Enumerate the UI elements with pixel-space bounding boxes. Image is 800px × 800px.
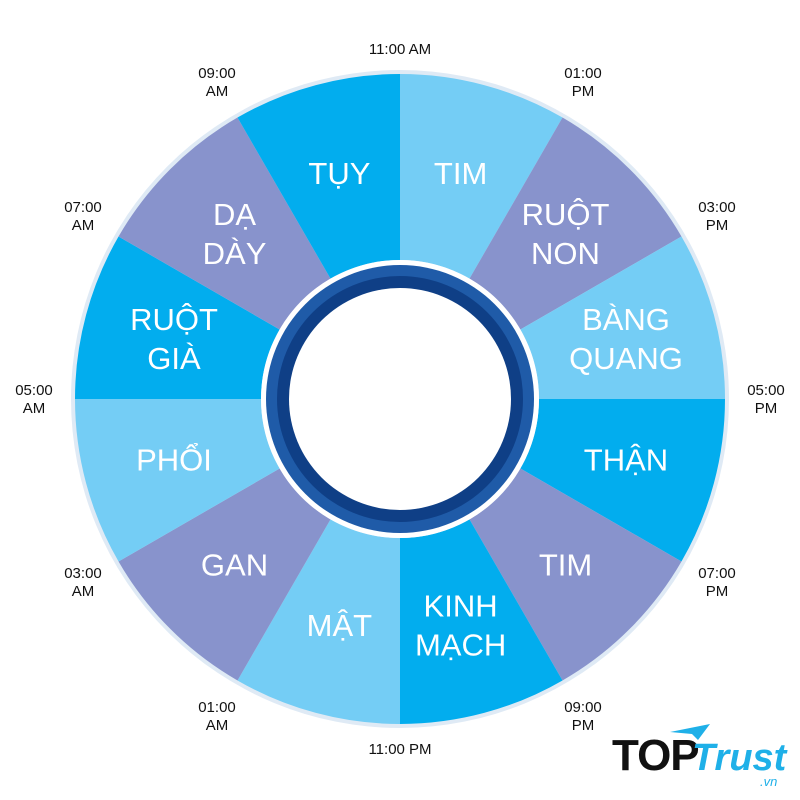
time-label-line: 03:00 bbox=[698, 199, 736, 216]
brand-trust-text: Trust bbox=[692, 737, 788, 779]
segment-label-line: DẠ bbox=[213, 197, 256, 232]
time-label-line: PM bbox=[706, 217, 729, 234]
segment-label-line: MẬT bbox=[307, 608, 373, 643]
segment-wedge bbox=[237, 519, 400, 724]
time-label-line: PM bbox=[755, 400, 778, 417]
time-label-line: 01:00 bbox=[564, 65, 602, 82]
segment-label: PHỔI bbox=[136, 442, 212, 478]
time-label-line: AM bbox=[206, 83, 229, 100]
time-label-line: 09:00 bbox=[564, 699, 602, 716]
segment-label-line: RUỘT bbox=[130, 302, 218, 337]
center-circle bbox=[289, 288, 511, 510]
time-label-line: 11:00 PM bbox=[368, 741, 431, 758]
segment-label: MẬT bbox=[307, 608, 373, 643]
time-label-line: PM bbox=[706, 583, 729, 600]
segment-label-line: RUỘT bbox=[522, 197, 610, 232]
segment-wedge bbox=[118, 468, 331, 681]
time-label-line: AM bbox=[23, 400, 46, 417]
time-label-line: PM bbox=[572, 83, 595, 100]
segment-label-line: PHỔI bbox=[136, 442, 212, 478]
segment-label: THẬN bbox=[584, 443, 668, 478]
segment-label-line: NON bbox=[531, 236, 600, 271]
brand-arrow-icon bbox=[670, 724, 710, 740]
segment-wedge bbox=[469, 468, 682, 681]
segment-labels-layer: TIM RUỘT NON BÀNG QUANG THẬN TIM KINH MẠCH MẬT GAN… bbox=[130, 156, 683, 663]
segment-wedge bbox=[75, 399, 280, 562]
brand-top-text: TOP bbox=[612, 731, 699, 780]
time-label-line: 09:00 bbox=[198, 65, 236, 82]
segments-layer bbox=[75, 74, 725, 724]
segment-wedge bbox=[520, 399, 725, 562]
segment-label: TIM bbox=[539, 548, 592, 583]
segment-label-line: KINH bbox=[424, 589, 498, 624]
segment-label: RUỘT NON bbox=[522, 197, 610, 271]
time-label-line: PM bbox=[572, 717, 595, 734]
time-label-line: 07:00 bbox=[698, 565, 736, 582]
time-label-line: AM bbox=[206, 717, 229, 734]
segment-label-line: DÀY bbox=[203, 236, 267, 271]
segment-label-line: BÀNG bbox=[582, 302, 670, 337]
time-label: 11:00 AM bbox=[369, 41, 431, 58]
time-label-line: 01:00 bbox=[198, 699, 236, 716]
segment-label: BÀNG QUANG bbox=[569, 302, 683, 376]
segment-label: GAN bbox=[201, 548, 268, 583]
segment-label: TIM bbox=[434, 156, 487, 191]
segment-label: DẠ DÀY bbox=[203, 197, 267, 271]
segment-label-line: THẬN bbox=[584, 443, 668, 478]
time-label-line: 07:00 bbox=[64, 199, 102, 216]
brand-suffix-text: .vn bbox=[760, 774, 777, 789]
segment-wedge bbox=[75, 236, 280, 399]
segment-label-line: GAN bbox=[201, 548, 268, 583]
segment-label: RUỘT GIÀ bbox=[130, 302, 218, 376]
time-label-line: 05:00 bbox=[747, 382, 785, 399]
segment-label: KINH MẠCH bbox=[415, 589, 506, 663]
segment-label-line: GIÀ bbox=[147, 341, 201, 376]
time-label-line: 03:00 bbox=[64, 565, 102, 582]
time-label-line: AM bbox=[72, 217, 95, 234]
segment-label: TỤY bbox=[308, 156, 370, 191]
segment-label-line: TIM bbox=[539, 548, 592, 583]
segment-label-line: MẠCH bbox=[415, 628, 506, 663]
segment-label-line: TỤY bbox=[308, 156, 370, 191]
segment-label-line: QUANG bbox=[569, 341, 683, 376]
segment-wedge bbox=[400, 519, 563, 724]
segment-wedge bbox=[469, 117, 682, 330]
segment-wedge bbox=[118, 117, 331, 330]
segment-wedge bbox=[400, 74, 563, 279]
toptrust-logo: TOP Trust .vn bbox=[612, 724, 788, 789]
time-label-line: AM bbox=[72, 583, 95, 600]
time-label-line: 05:00 bbox=[15, 382, 53, 399]
time-label: 11:00 PM bbox=[368, 741, 431, 758]
segment-label-line: TIM bbox=[434, 156, 487, 191]
segment-wedge bbox=[237, 74, 400, 279]
time-label-line: 11:00 AM bbox=[369, 41, 431, 58]
segment-wedge bbox=[520, 236, 725, 399]
